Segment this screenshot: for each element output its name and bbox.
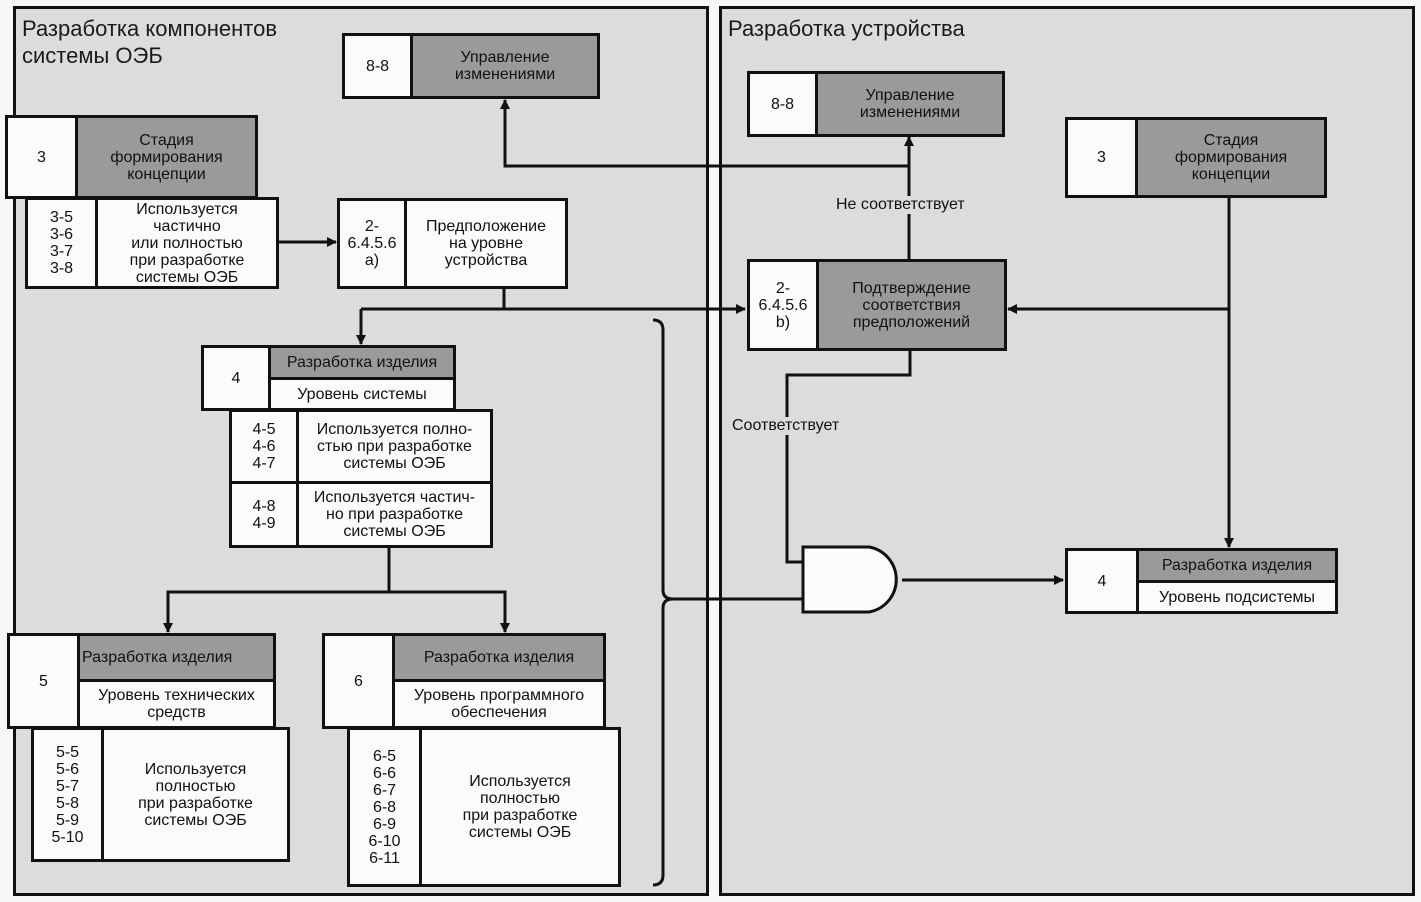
box-label: Управление изменениями — [818, 74, 1002, 134]
subsystem-level-development-box[interactable]: 4 Разработка изделия Уровень подсистемы — [1065, 548, 1338, 614]
software-usage-box[interactable]: 6-5 6-6 6-7 6-8 6-9 6-10 6-11 Использует… — [347, 727, 621, 887]
clause-list: 3-5 3-6 3-7 3-8 — [28, 200, 98, 286]
box-header: Разработка изделия — [271, 348, 453, 380]
clause-list: 6-5 6-6 6-7 6-8 6-9 6-10 6-11 — [350, 730, 422, 884]
box-header: Разработка изделия — [1139, 551, 1335, 583]
system-usage-box[interactable]: 4-5 4-6 4-7 Используется полно- стью при… — [229, 409, 493, 548]
box-number: 6 — [325, 636, 395, 726]
box-number: 2- 6.4.5.6 b) — [750, 262, 819, 348]
box-label: Стадия формирования концепции — [1138, 120, 1324, 195]
software-level-development-box[interactable]: 6 Разработка изделия Уровень программног… — [322, 633, 606, 729]
box-number: 5 — [10, 636, 80, 726]
box-number: 3 — [1068, 120, 1138, 195]
assumption-confirmation-box[interactable]: 2- 6.4.5.6 b) Подтверждение соответствия… — [747, 259, 1007, 351]
box-number: 2- 6.4.5.6 a) — [340, 201, 407, 286]
usage-row: 4-5 4-6 4-7 Используется полно- стью при… — [232, 412, 490, 484]
hardware-usage-box[interactable]: 5-5 5-6 5-7 5-8 5-9 5-10 Используется по… — [31, 727, 290, 862]
right-change-management-box[interactable]: 8-8 Управление изменениями — [747, 71, 1005, 137]
usage-text: Используется полно- стью при разработке … — [299, 412, 490, 481]
hardware-level-development-box[interactable]: 5 Разработка изделия Уровень технических… — [7, 633, 276, 729]
right-concept-stage-box[interactable]: 3 Стадия формирования концепции — [1065, 117, 1327, 198]
clause-list: 4-5 4-6 4-7 — [232, 412, 299, 481]
box-header: Разработка изделия — [395, 636, 603, 682]
box-label: Стадия формирования концепции — [78, 118, 255, 196]
box-sublabel: Уровень системы — [271, 380, 453, 408]
left-change-management-box[interactable]: 8-8 Управление изменениями — [342, 33, 600, 99]
box-number: 8-8 — [750, 74, 818, 134]
match-label: Соответствует — [730, 417, 842, 435]
usage-row: 4-8 4-9 Используется частич- но при разр… — [232, 484, 490, 545]
box-sublabel: Уровень технических средств — [80, 682, 273, 726]
clause-list: 5-5 5-6 5-7 5-8 5-9 5-10 — [34, 730, 104, 859]
clause-list: 4-8 4-9 — [232, 484, 299, 545]
box-header: Разработка изделия — [80, 636, 273, 682]
box-number: 4 — [1068, 551, 1139, 611]
box-sublabel: Уровень программного обеспечения — [395, 682, 603, 726]
box-sublabel: Уровень подсистемы — [1139, 583, 1335, 611]
box-label: Управление изменениями — [413, 36, 597, 96]
right-panel-title: Разработка устройства — [728, 16, 965, 41]
usage-text: Используется полностью при разработке си… — [422, 730, 618, 884]
not-match-label: Не соответствует — [834, 196, 967, 214]
box-number: 4 — [204, 348, 271, 408]
left-panel-title: Разработка компонентов системы ОЭБ — [22, 16, 278, 68]
box-label: Подтверждение соответствия предположений — [819, 262, 1004, 348]
box-label: Предположение на уровне устройства — [407, 201, 565, 286]
device-level-assumption-box[interactable]: 2- 6.4.5.6 a) Предположение на уровне ус… — [337, 198, 568, 289]
box-number: 3 — [8, 118, 78, 196]
system-level-development-box[interactable]: 4 Разработка изделия Уровень системы — [201, 345, 456, 411]
usage-text: Используется частич- но при разработке с… — [299, 484, 490, 545]
left-concept-stage-box[interactable]: 3 Стадия формирования концепции — [5, 115, 258, 199]
left-concept-usage-box[interactable]: 3-5 3-6 3-7 3-8 Используется частично ил… — [25, 197, 279, 289]
box-number: 8-8 — [345, 36, 413, 96]
usage-text: Используется полностью при разработке си… — [104, 730, 287, 859]
usage-text: Используется частично или полностью при … — [98, 200, 276, 286]
